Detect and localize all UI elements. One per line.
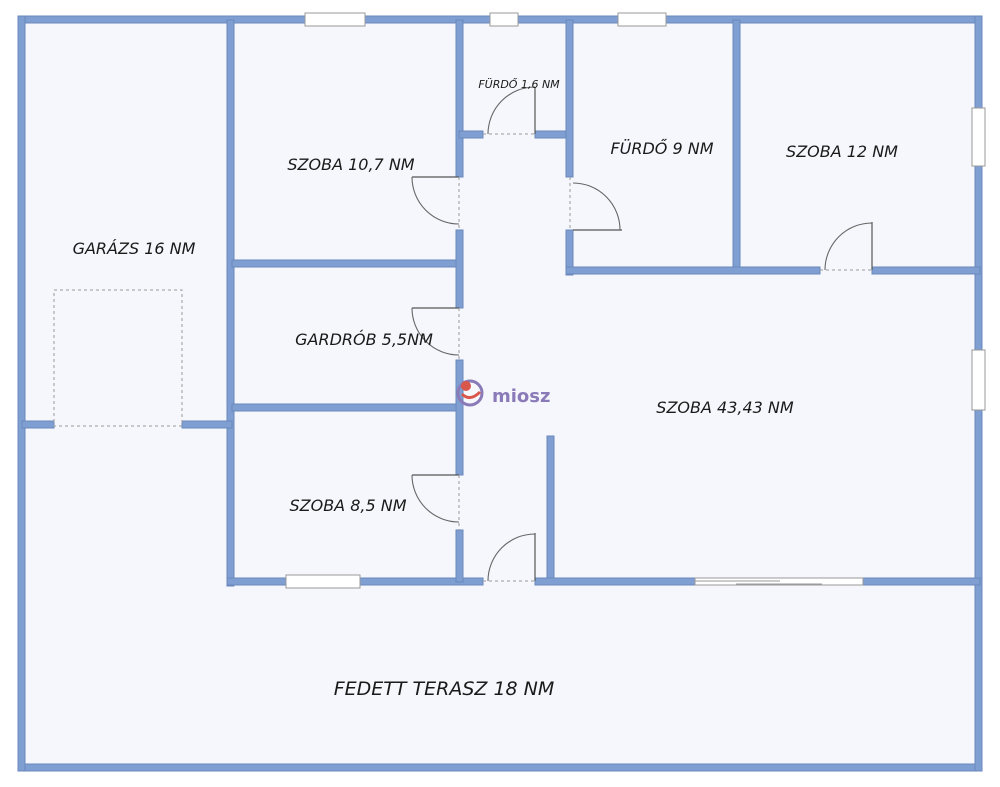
windows bbox=[285, 12, 986, 589]
door-room-8-5 bbox=[411, 474, 460, 530]
door-bath-9 bbox=[569, 177, 622, 231]
label-living: SZOBA 43,43 NM bbox=[656, 398, 794, 417]
door-room-10-7 bbox=[411, 176, 460, 230]
sliding-door bbox=[694, 577, 864, 586]
door-wardrobe bbox=[411, 307, 460, 360]
label-bath-small: FÜRDŐ 1,6 NM bbox=[478, 77, 560, 91]
label-bath-9: FÜRDŐ 9 NM bbox=[610, 138, 713, 158]
window-top-3 bbox=[617, 12, 667, 27]
logo-text: miosz bbox=[492, 386, 550, 407]
window-top-2 bbox=[489, 12, 519, 27]
window-top-1 bbox=[304, 12, 366, 27]
label-wardrobe: GARDRÓB 5,5NM bbox=[295, 330, 433, 349]
window-right-1 bbox=[971, 107, 986, 167]
window-bottom-left bbox=[285, 574, 361, 589]
door-entrance bbox=[483, 533, 536, 582]
label-room-10-7: SZOBA 10,7 NM bbox=[287, 155, 414, 174]
watermark-logo: miosz bbox=[456, 379, 550, 407]
label-room-12: SZOBA 12 NM bbox=[786, 142, 898, 161]
label-terrace: FEDETT TERASZ 18 NM bbox=[334, 678, 555, 700]
door-room-12 bbox=[820, 222, 873, 271]
logo-icon bbox=[456, 379, 484, 407]
label-room-8-5: SZOBA 8,5 NM bbox=[289, 496, 406, 515]
door-small-bath bbox=[483, 86, 536, 135]
floor-area bbox=[22, 20, 978, 768]
label-garage: GARÁZS 16 NM bbox=[73, 239, 196, 258]
window-right-2 bbox=[971, 349, 986, 411]
